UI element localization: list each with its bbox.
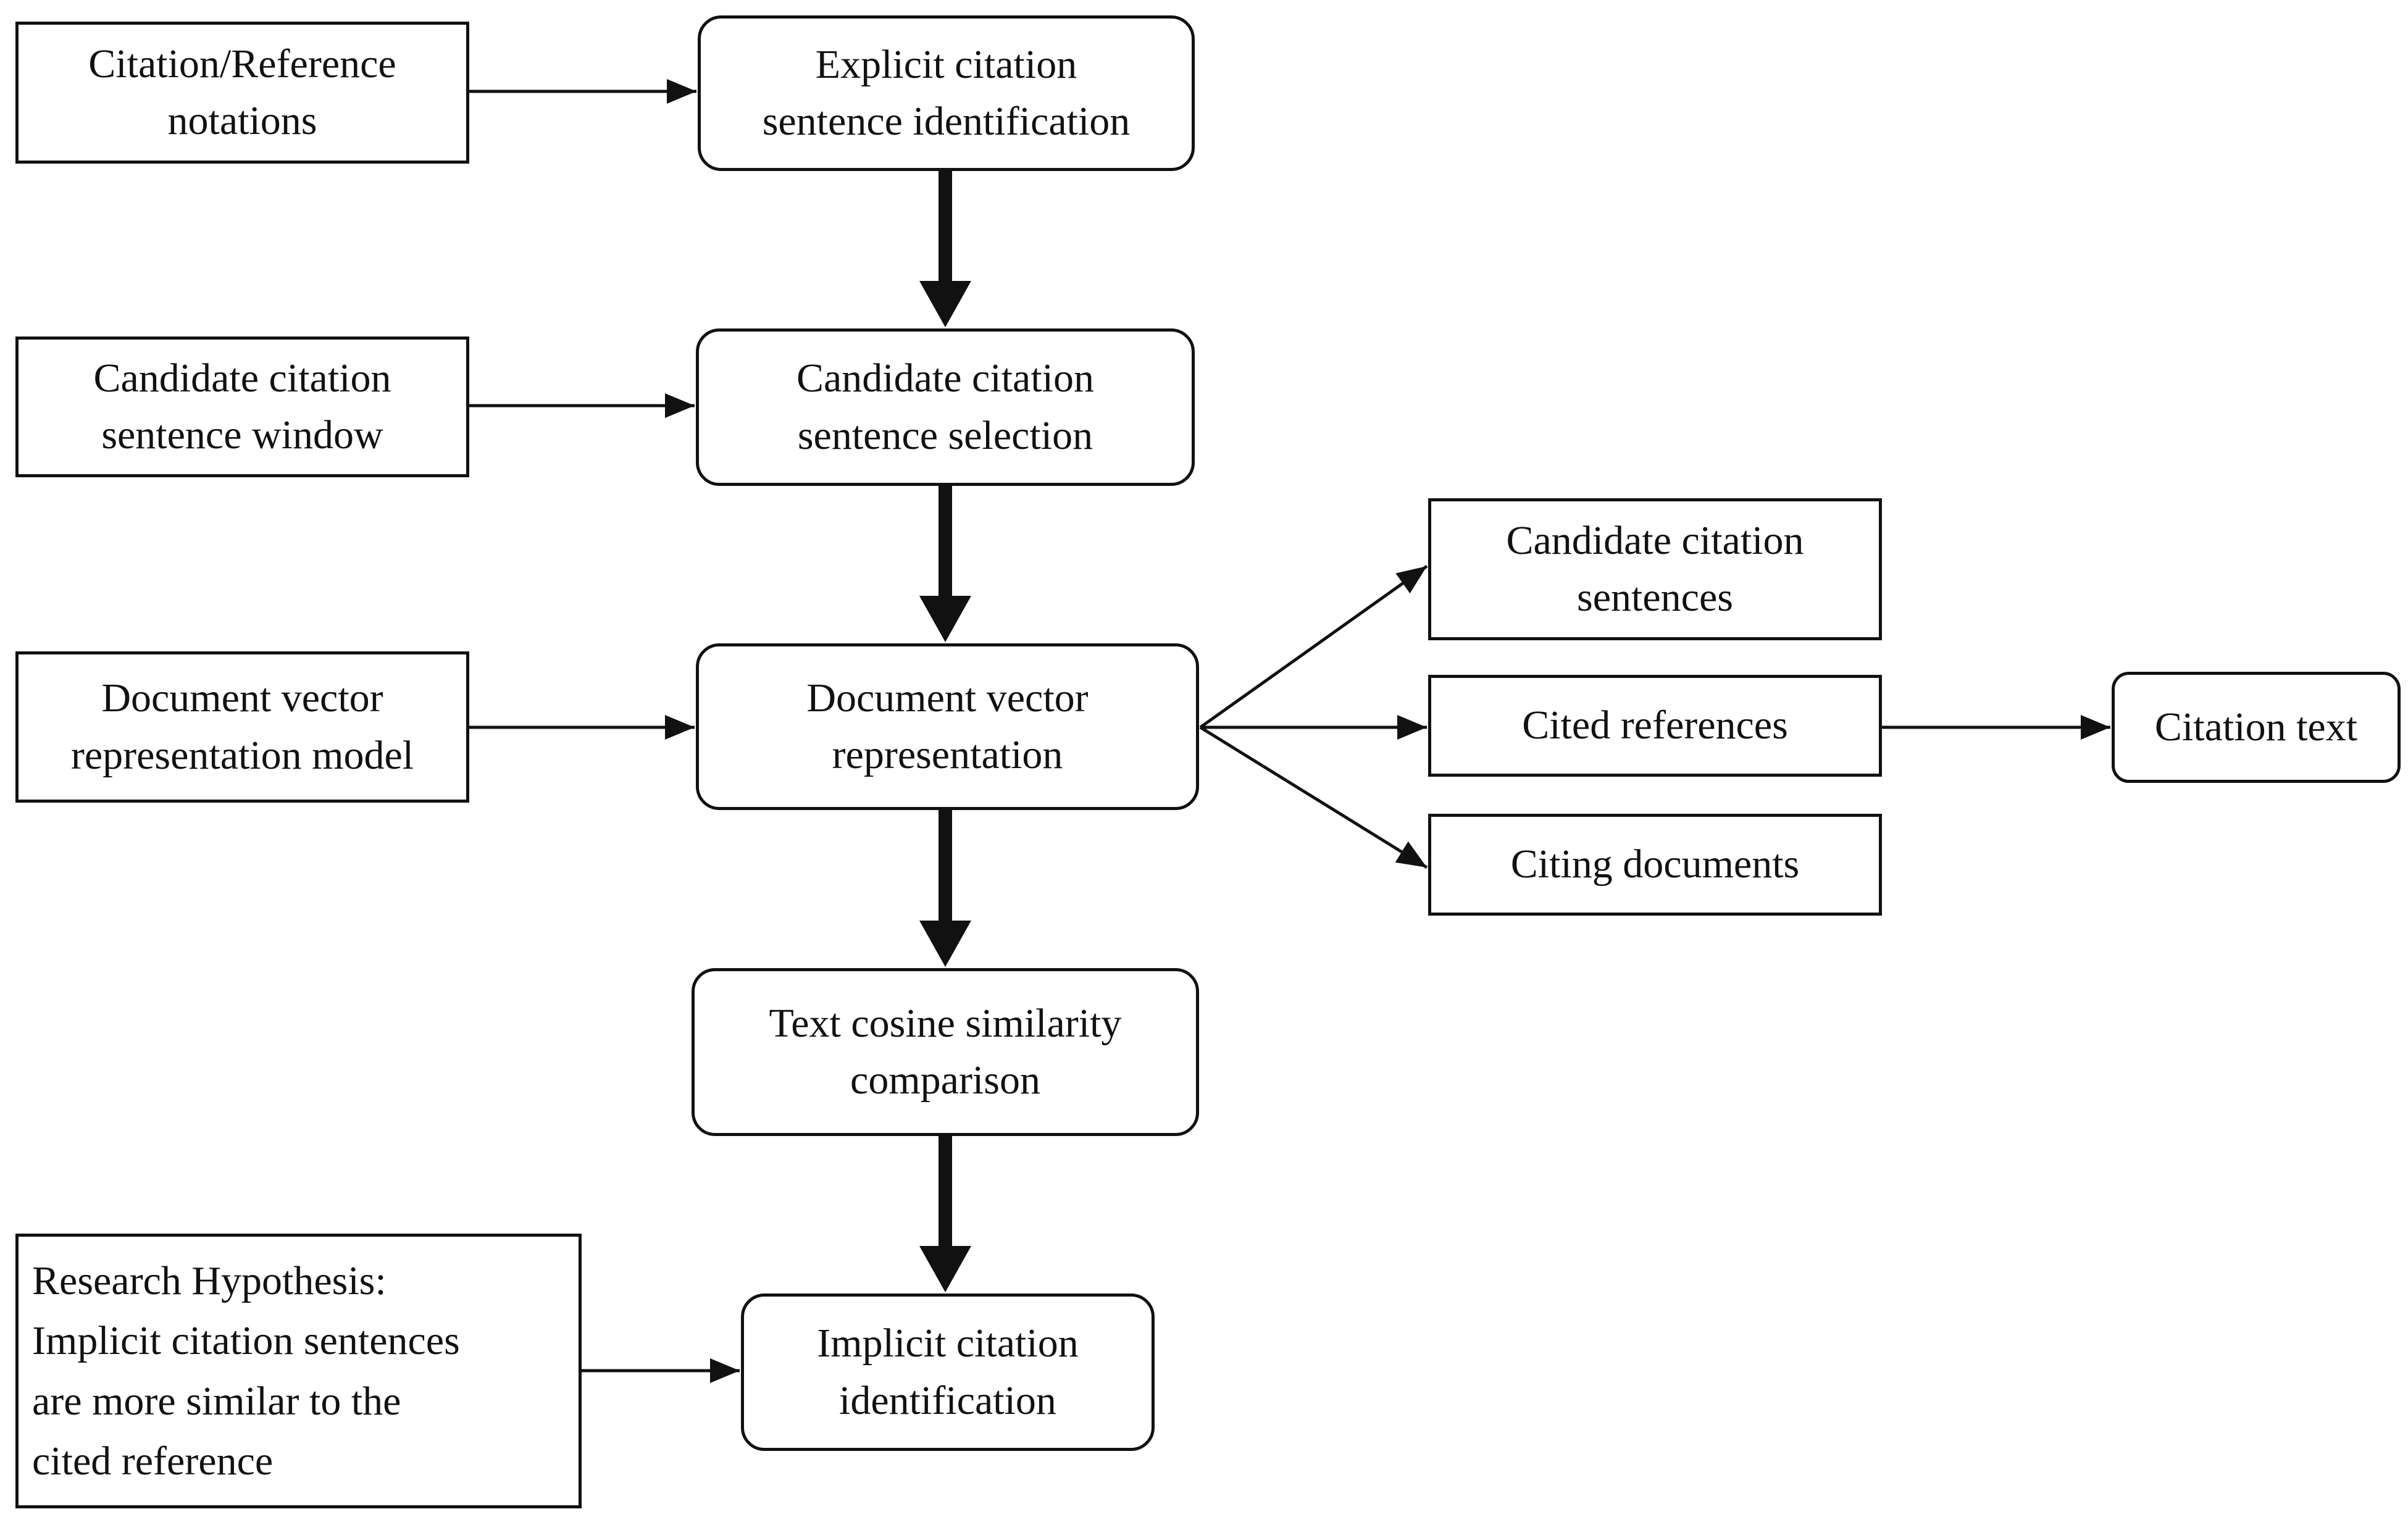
edge-layer [469,79,2110,1383]
vector-model-box: Document vector representation model [15,651,469,803]
box-label-line: sentences [1577,575,1733,620]
box-label-line: sentence selection [797,412,1093,458]
citation-notations-box: Citation/Reference notations [15,22,469,164]
box-label-line: identification [839,1377,1056,1423]
box-label-line: Candidate citation [1506,517,1804,563]
arrow-line [1199,725,1428,869]
candidate-window-box: Candidate citation sentence window [15,336,469,477]
box-label-line: Citing documents [1510,842,1800,887]
research-hypothesis-box: Research Hypothesis: Implicit citation s… [15,1234,582,1508]
arrow-cosine-comparison-to-implicit-identification [919,1136,971,1292]
box-label-line: Text cosine similarity [769,1000,1122,1046]
box-label-line: representation [832,732,1063,777]
box-label-line: Citation/Reference [88,41,396,86]
box-label-line: are more similar to the [32,1378,401,1424]
box-label-line: Implicit citation [817,1321,1079,1366]
arrow-vector-representation-to-candidate-sentences [1199,564,1428,729]
box-label-line: Document vector [806,675,1089,721]
arrow-head [919,921,971,967]
arrow-head [919,281,971,327]
box-label-line: Cited references [1522,703,1788,748]
arrow-vector-representation-to-citing-documents [1199,725,1428,869]
box-label-line: notations [167,98,317,143]
arrow-head [919,596,971,642]
cosine-comparison-box: Text cosine similarity comparison [692,968,1199,1136]
citing-documents-box: Citing documents [1428,814,1882,916]
citation-text-box: Citation text [2112,672,2401,783]
vector-representation-box: Document vector representation [696,643,1199,810]
box-label-line: Candidate citation [796,356,1094,401]
box-label-line: Research Hypothesis: [32,1258,387,1304]
box-label-line: Citation text [2154,704,2358,750]
box-label-line: Candidate citation [93,355,391,401]
box-label-line: Implicit citation sentences [32,1318,460,1364]
box-label-line: Explicit citation [815,41,1077,87]
arrow-candidate-selection-to-vector-representation [919,486,971,642]
box-label-line: Document vector [101,675,383,721]
arrow-explicit-identification-to-candidate-selection [919,171,971,327]
arrow-head [919,1246,971,1292]
explicit-identification-box: Explicit citation sentence identificatio… [698,15,1195,171]
box-label-line: sentence identification [762,99,1131,144]
box-label-line: representation model [70,732,414,778]
cited-references-box: Cited references [1428,675,1882,777]
arrow-line [1199,564,1428,729]
box-label-line: sentence window [101,412,383,458]
box-label-line: comparison [850,1058,1040,1103]
implicit-identification-box: Implicit citation identification [741,1293,1155,1451]
candidate-selection-box: Candidate citation sentence selection [696,328,1195,486]
candidate-sentences-box: Candidate citation sentences [1428,498,1882,640]
box-label-line: cited reference [32,1438,274,1484]
arrow-vector-representation-to-cosine-comparison [919,810,971,967]
